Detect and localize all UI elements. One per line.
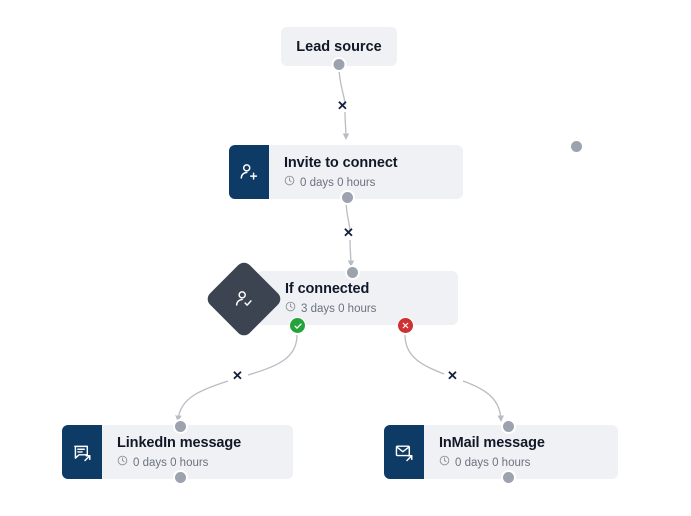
node-inmail-handle-top[interactable]: [501, 419, 516, 434]
node-invite-to-connect[interactable]: Invite to connect 0 days 0 hours: [229, 139, 584, 205]
node-if-connected-body: If connected 3 days 0 hours: [257, 271, 458, 325]
edge-delete-no-branch[interactable]: ✕: [447, 368, 458, 383]
node-linkedin-handle-bottom[interactable]: [173, 470, 188, 485]
clock-icon: [117, 455, 128, 470]
node-invite-title: Invite to connect: [284, 155, 398, 171]
node-if-connected-title: If connected: [285, 281, 370, 297]
node-inmail-message[interactable]: InMail message 0 days 0 hours: [384, 419, 618, 485]
node-inmail-subtitle: 0 days 0 hours: [439, 455, 618, 470]
node-linkedin-body: LinkedIn message 0 days 0 hours: [102, 425, 293, 479]
branch-badge-no[interactable]: [397, 317, 414, 334]
node-invite-body: Invite to connect 0 days 0 hours: [269, 145, 463, 199]
branch-badge-yes[interactable]: [289, 317, 306, 334]
node-linkedin-subtitle: 0 days 0 hours: [117, 455, 293, 470]
node-if-connected-handle-top[interactable]: [345, 265, 360, 280]
clock-icon: [439, 455, 450, 470]
node-invite-handle-bottom[interactable]: [340, 190, 355, 205]
edge-delete-lead-to-invite[interactable]: ✕: [337, 98, 348, 113]
node-invite-handle-top[interactable]: [569, 139, 584, 154]
clock-icon: [284, 175, 295, 190]
node-lead-source-title: Lead source: [296, 38, 382, 55]
edge-delete-invite-to-condition[interactable]: ✕: [343, 225, 354, 240]
clock-icon: [285, 301, 296, 316]
node-linkedin-handle-top[interactable]: [173, 419, 188, 434]
node-lead-source[interactable]: Lead source: [281, 27, 397, 72]
user-check-icon: [233, 288, 255, 310]
node-linkedin-title: LinkedIn message: [117, 435, 242, 451]
user-plus-icon: [229, 145, 269, 199]
node-if-connected-delay: 3 days 0 hours: [301, 302, 377, 315]
node-linkedin-delay: 0 days 0 hours: [133, 456, 209, 469]
node-inmail-title: InMail message: [439, 435, 545, 451]
node-inmail-body: InMail message 0 days 0 hours: [424, 425, 618, 479]
node-lead-source-handle-bottom[interactable]: [331, 57, 347, 72]
node-linkedin-message[interactable]: LinkedIn message 0 days 0 hours: [62, 419, 293, 485]
node-inmail-delay: 0 days 0 hours: [455, 456, 531, 469]
condition-diamond[interactable]: [204, 259, 284, 339]
node-invite-subtitle: 0 days 0 hours: [284, 175, 463, 190]
edge-delete-yes-branch[interactable]: ✕: [232, 368, 243, 383]
chat-bubble-arrow-icon: [62, 425, 102, 479]
node-if-connected-subtitle: 3 days 0 hours: [285, 301, 458, 316]
node-if-connected[interactable]: If connected 3 days 0 hours: [257, 265, 458, 325]
node-invite-delay: 0 days 0 hours: [300, 176, 376, 189]
envelope-arrow-icon: [384, 425, 424, 479]
node-inmail-handle-bottom[interactable]: [501, 470, 516, 485]
